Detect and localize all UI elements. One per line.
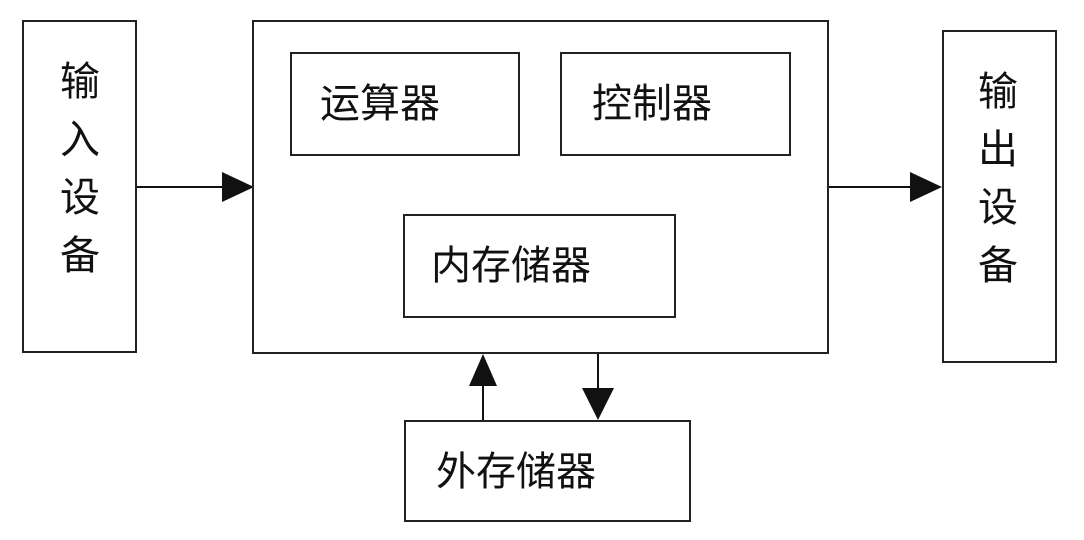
input-device-box: 输 入 设 备 [22, 20, 137, 353]
input-device-char: 输 [60, 59, 100, 105]
input-device-char: 备 [60, 233, 100, 279]
input-device-label: 输 入 设 备 [60, 62, 100, 294]
output-device-char: 出 [978, 127, 1018, 173]
output-device-char: 备 [978, 243, 1018, 289]
internal-memory-label: 内存储器 [431, 243, 591, 289]
output-device-box: 输 出 设 备 [942, 30, 1057, 363]
internal-memory-box: 内存储器 [403, 214, 676, 318]
external-to-host-arrow [469, 354, 497, 420]
external-memory-label: 外存储器 [436, 449, 596, 495]
alu-label: 运算器 [320, 81, 440, 127]
input-to-host-arrow [137, 172, 254, 202]
input-device-char: 设 [60, 175, 100, 221]
output-device-char: 输 [978, 69, 1018, 115]
host-to-output-arrow [828, 172, 942, 202]
alu-box: 运算器 [290, 52, 520, 156]
host-to-external-arrow [582, 354, 614, 420]
output-device-label: 输 出 设 备 [978, 72, 1018, 304]
external-memory-box: 外存储器 [404, 420, 691, 522]
controller-label: 控制器 [592, 81, 712, 127]
controller-box: 控制器 [560, 52, 791, 156]
output-device-char: 设 [978, 185, 1018, 231]
input-device-char: 入 [60, 117, 100, 163]
